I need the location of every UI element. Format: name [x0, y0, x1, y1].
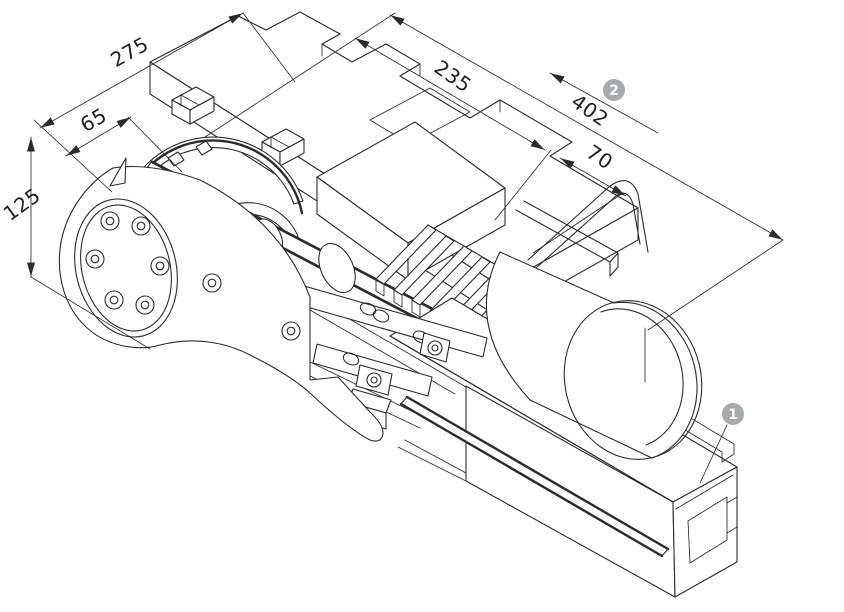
dimension-275-label: 275 [106, 32, 152, 72]
dimension-125-label: 125 [0, 183, 45, 226]
dimension-65: 65 [65, 103, 132, 157]
flange-inner [80, 204, 172, 332]
flange-outer [74, 198, 178, 338]
carriage-bracket [278, 279, 488, 363]
track-profile [389, 335, 738, 598]
motor-end-cap [563, 300, 703, 460]
motor-end-face-arc [600, 308, 684, 446]
callout-1-leader [699, 424, 728, 484]
callout-2-badge [603, 79, 625, 101]
end-plate [58, 157, 384, 442]
callout-2: 2 [549, 72, 659, 134]
motor-silhouette [485, 251, 698, 459]
pulley-outer-ring [118, 136, 304, 223]
flange-screws [85, 211, 170, 315]
callout-1-badge [722, 403, 744, 425]
motor-cylinder [485, 251, 703, 460]
dimension-125: 125 [0, 136, 45, 278]
direction-arrow [549, 72, 659, 134]
tension-pointer [109, 157, 127, 187]
profile-end-face [672, 466, 738, 598]
plate-screws [202, 273, 301, 341]
drive-unit-assembly [58, 11, 738, 598]
guide-rails [309, 295, 467, 429]
callout-1: 1 [699, 403, 744, 484]
dimension-70-label: 70 [582, 140, 617, 175]
callout-2-number: 2 [609, 83, 619, 99]
dimension-235-label: 235 [430, 55, 476, 97]
roller [318, 242, 356, 294]
belt-tab [167, 151, 185, 167]
callout-1-number: 1 [728, 407, 738, 423]
belt-tab [195, 140, 213, 156]
